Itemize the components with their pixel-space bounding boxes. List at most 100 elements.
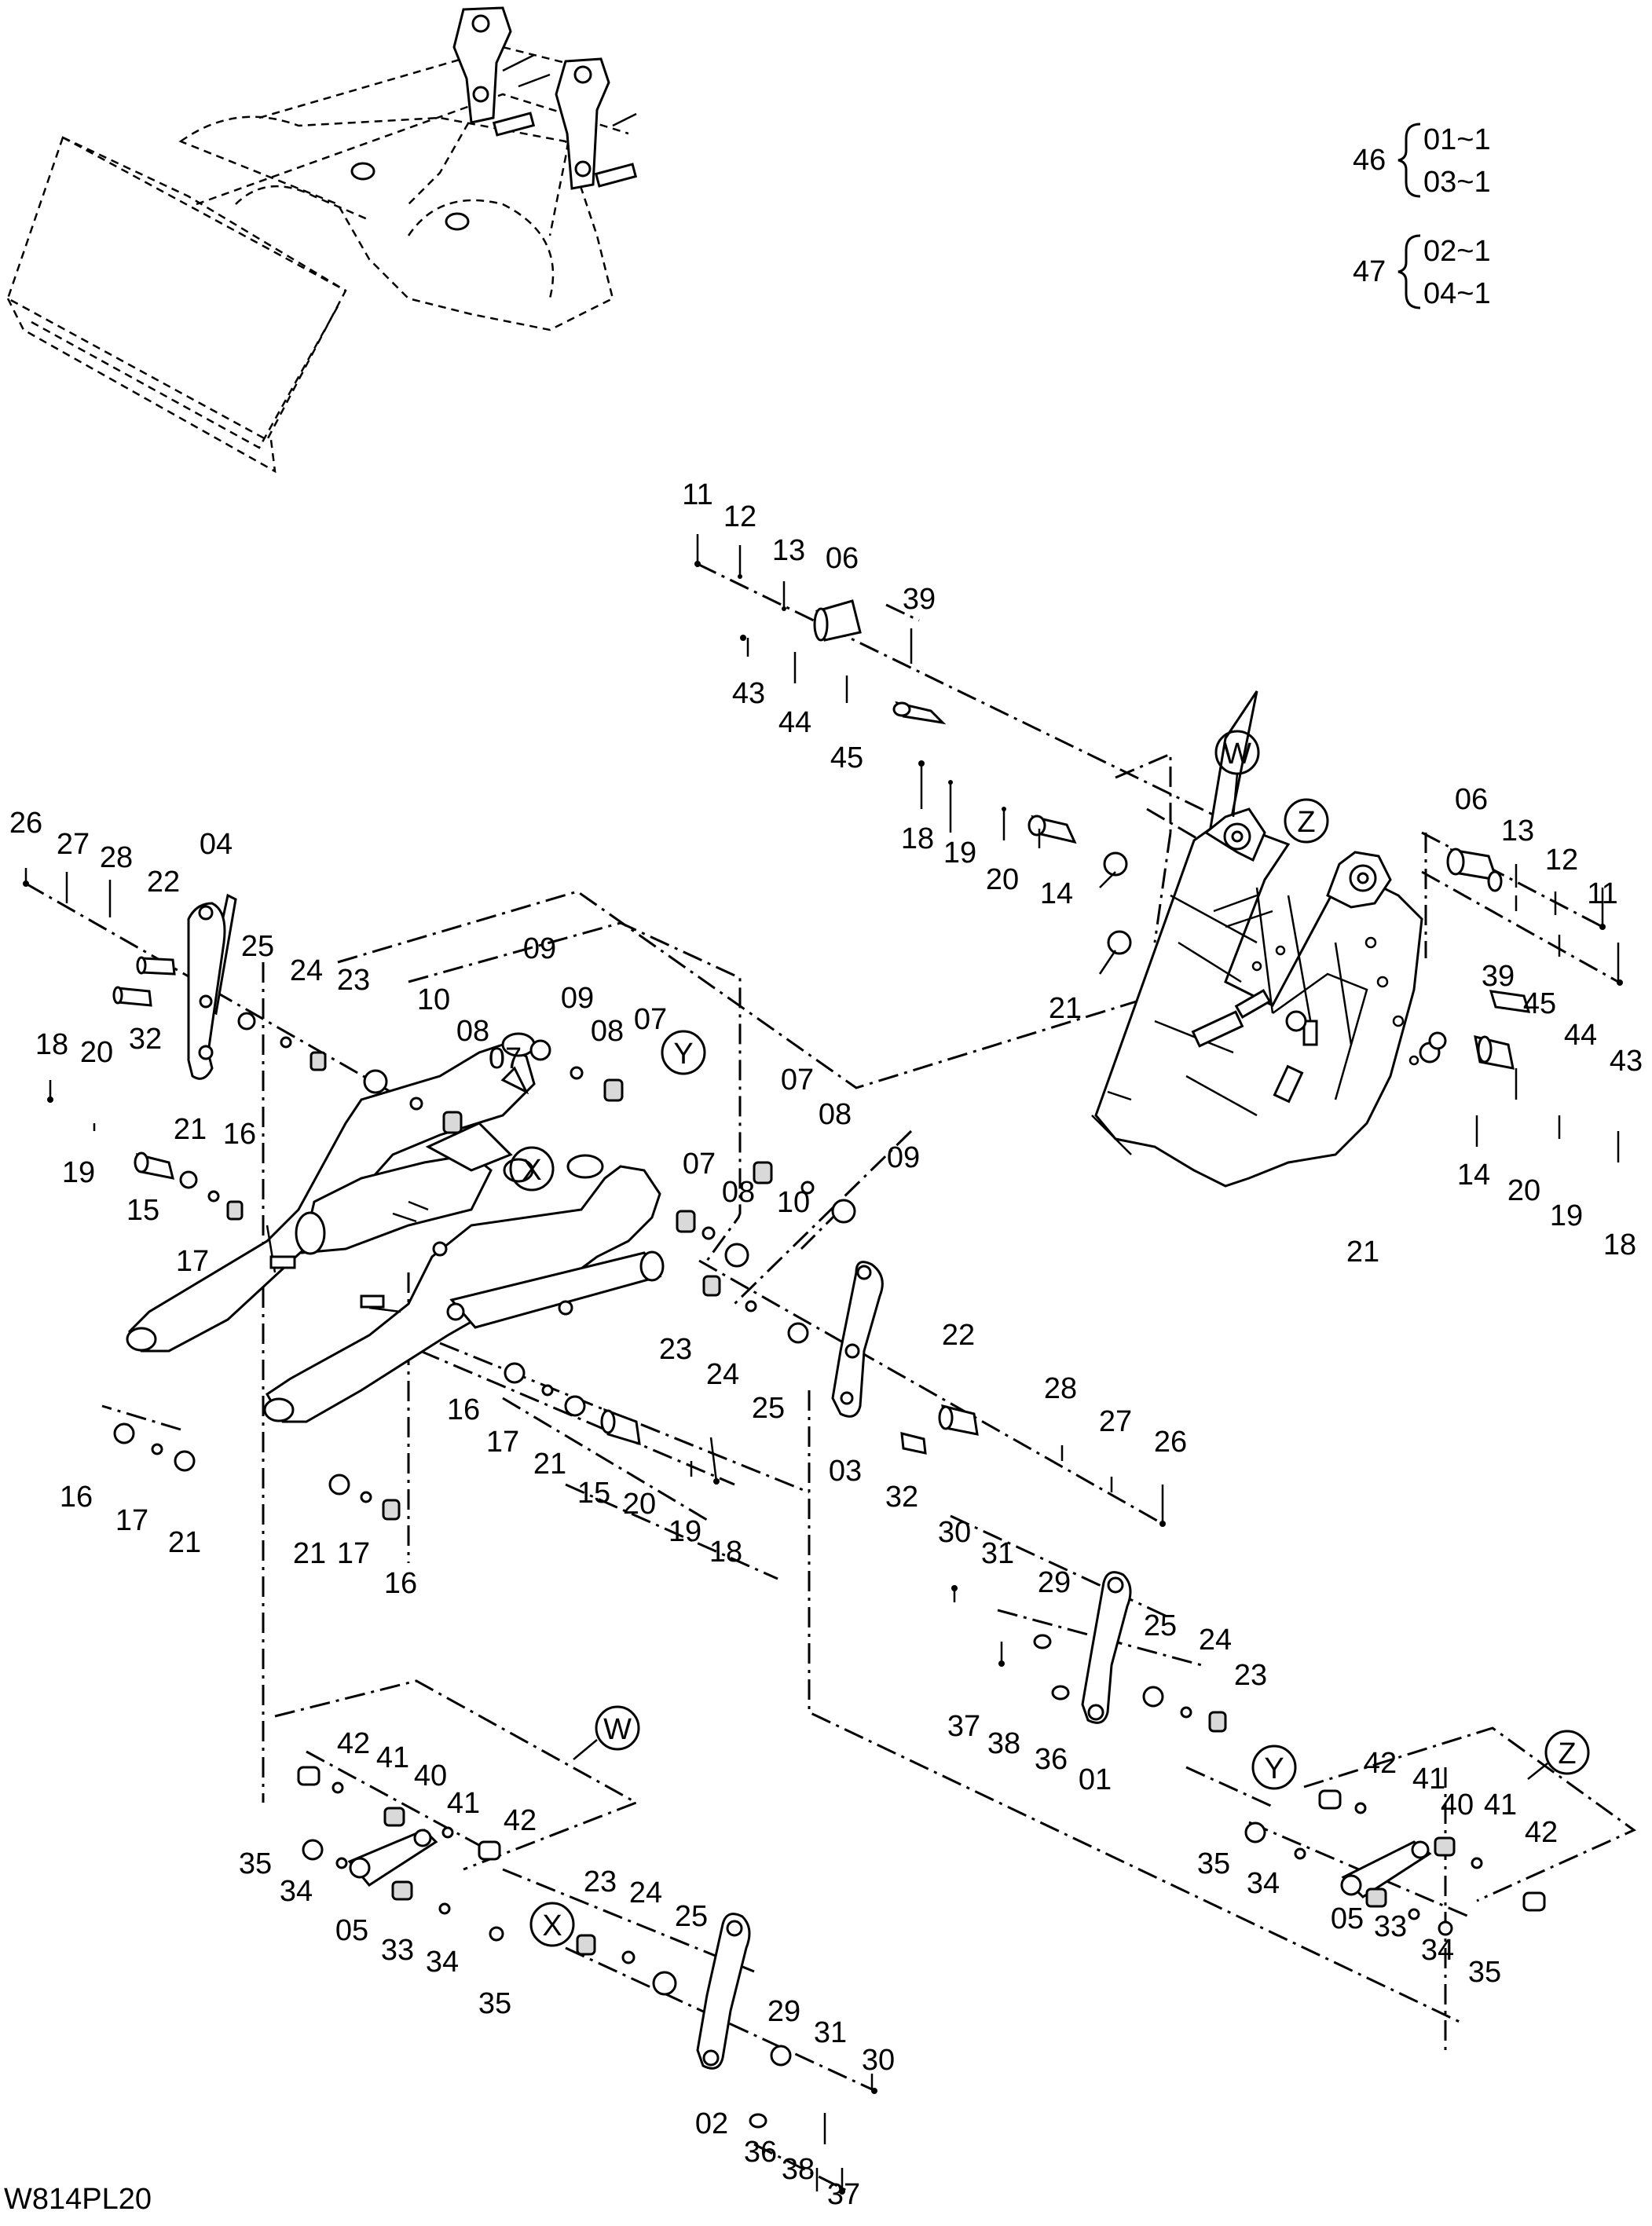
callout-c41d: 41	[1484, 1788, 1517, 1821]
boom-arm-assembly	[126, 1032, 665, 1423]
view-marker-y-left: Y	[661, 1030, 706, 1075]
callout-c19b: 19	[1550, 1199, 1583, 1232]
callout-c23d: 23	[584, 1865, 617, 1898]
callout-c38a: 38	[987, 1727, 1020, 1760]
callout-c07a: 07	[489, 1042, 522, 1075]
callout-c32b: 32	[885, 1481, 918, 1514]
callout-c21a: 21	[1049, 992, 1082, 1025]
callout-c40a: 40	[414, 1759, 447, 1792]
callout-c33a: 33	[381, 1934, 414, 1967]
callout-c09a: 09	[523, 932, 556, 965]
callout-c12b: 12	[1545, 844, 1578, 877]
loader-frame-assembly	[1091, 690, 1423, 1188]
callout-c31a: 31	[981, 1537, 1014, 1570]
drawing-code: W814PL20	[4, 2183, 152, 2216]
callout-c16b: 16	[447, 1393, 480, 1426]
svg-text:Z: Z	[1297, 806, 1315, 839]
svg-text:Z: Z	[1558, 1737, 1576, 1770]
view-marker-z-top: Z	[1284, 798, 1329, 844]
callout-c43b: 43	[1610, 1045, 1643, 1078]
callout-c07b: 07	[634, 1003, 667, 1036]
callout-c28a: 28	[100, 841, 133, 874]
callout-c34d: 34	[1421, 1934, 1454, 1967]
assembly-centerlines	[25, 562, 1636, 2193]
callout-c20a: 20	[986, 863, 1019, 896]
callout-c10b: 10	[777, 1186, 810, 1219]
legend-47-item: 47	[1353, 255, 1386, 288]
callout-c19a: 19	[943, 837, 976, 870]
callout-c21b: 21	[1346, 1236, 1379, 1269]
callout-c19c: 19	[62, 1156, 95, 1189]
callout-c29b: 29	[767, 1995, 800, 2028]
callout-c16d: 16	[384, 1567, 417, 1600]
callout-c20d: 20	[623, 1488, 656, 1521]
callout-c21c: 21	[174, 1113, 207, 1146]
callout-c35c: 35	[1197, 1847, 1230, 1880]
callout-c30a: 30	[938, 1516, 971, 1549]
callout-c27a: 27	[57, 828, 90, 861]
callout-c34a: 34	[280, 1875, 313, 1908]
callout-c35b: 35	[478, 1987, 511, 2020]
callout-c13a: 13	[772, 534, 805, 567]
callout-c15a: 15	[126, 1194, 159, 1227]
callout-c07d: 07	[683, 1148, 716, 1181]
callout-c11a: 11	[682, 478, 712, 511]
svg-text:X: X	[542, 1909, 562, 1942]
callout-c23c: 23	[1234, 1659, 1267, 1692]
callout-c22a: 22	[147, 866, 180, 899]
callout-c18d: 18	[709, 1536, 742, 1569]
legend-46: 46 01~1 03~1	[1353, 123, 1491, 199]
callout-c09b: 09	[561, 982, 594, 1015]
callout-c20c: 20	[80, 1036, 113, 1069]
callout-c34b: 34	[426, 1946, 459, 1979]
callout-c15b: 15	[577, 1477, 610, 1510]
callout-c16a: 16	[223, 1118, 256, 1151]
callout-c03: 03	[829, 1455, 862, 1488]
callout-c24a: 24	[290, 954, 323, 987]
callout-c21d: 21	[533, 1448, 566, 1481]
callout-c39b: 39	[1482, 960, 1515, 993]
legend-47: 47 02~1 04~1	[1353, 234, 1491, 310]
callout-c37b: 37	[827, 2178, 860, 2211]
callout-c06b: 06	[1455, 783, 1488, 816]
callout-c05a: 05	[335, 1914, 368, 1947]
callout-c20b: 20	[1507, 1174, 1540, 1207]
legend-46-sub-1: 01~1	[1423, 123, 1491, 156]
callout-c35d: 35	[1468, 1956, 1501, 1989]
leader-lines	[24, 534, 1620, 2191]
callout-c14a: 14	[1040, 877, 1073, 910]
callout-c32a: 32	[129, 1023, 162, 1056]
callout-c05b: 05	[1331, 1902, 1364, 1935]
legend-46-sub-2: 03~1	[1423, 166, 1491, 199]
callout-c25b: 25	[752, 1392, 785, 1425]
view-marker-y-detail: Y	[1251, 1745, 1297, 1790]
callout-c41a: 41	[376, 1741, 409, 1774]
callout-c08a: 08	[456, 1015, 489, 1048]
callout-c23a: 23	[337, 964, 370, 997]
svg-text:W: W	[603, 1713, 632, 1746]
callout-c39a: 39	[903, 583, 936, 616]
callout-c25a: 25	[241, 930, 274, 963]
callout-c35a: 35	[239, 1847, 272, 1880]
callout-c26b: 26	[1154, 1426, 1187, 1459]
callout-c16c: 16	[60, 1481, 93, 1514]
callout-c28b: 28	[1044, 1372, 1077, 1405]
view-marker-w-top: W	[1214, 730, 1260, 818]
callout-c17d: 17	[337, 1537, 370, 1570]
callout-c42a: 42	[337, 1727, 370, 1760]
callout-c26a: 26	[9, 807, 42, 840]
callout-c24c: 24	[1199, 1624, 1232, 1657]
callout-c36a: 36	[1035, 1743, 1068, 1776]
callout-c45b: 45	[1523, 987, 1556, 1020]
view-marker-x-detail: X	[529, 1902, 575, 1947]
callout-c43a: 43	[732, 677, 765, 710]
callout-c12a: 12	[723, 500, 756, 533]
callout-c17c: 17	[115, 1504, 148, 1537]
callout-c42c: 42	[1364, 1747, 1397, 1780]
callout-c25d: 25	[675, 1900, 708, 1933]
callout-c02: 02	[695, 2107, 728, 2140]
callout-c08b: 08	[591, 1015, 624, 1048]
callout-c21e: 21	[168, 1526, 201, 1559]
